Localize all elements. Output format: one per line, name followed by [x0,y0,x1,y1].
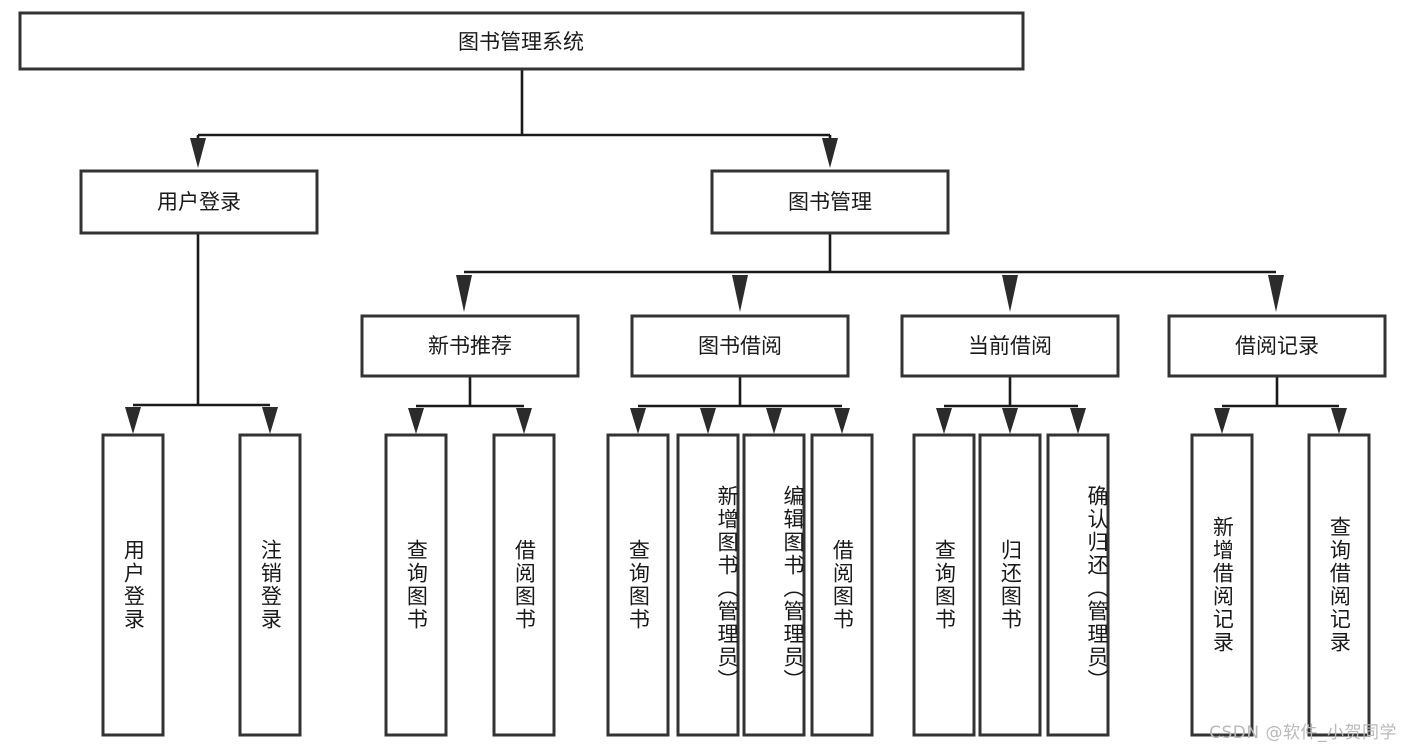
node-book-borrow-label: 图书借阅 [698,334,782,358]
node-new-book-recommend-box[interactable] [360,314,580,378]
node-root[interactable]: 图书管理系统 [18,11,1025,71]
arrow-user-login-leaf1-icon [125,407,141,434]
connector-group-root [190,70,838,168]
node-borrow-record-label: 借阅记录 [1235,334,1319,358]
arrow-user-login-leaf2-icon [262,407,278,434]
node-leaf-query-record-box[interactable] [1307,433,1371,737]
arrow-nbr-leaf1-icon [408,408,424,434]
arrow-bb-leaf2-icon [700,408,716,434]
node-leaf-user-login-box[interactable] [101,433,165,737]
connector-group-current-borrow [936,377,1086,434]
node-leaf-borrow-book-2-box[interactable] [810,433,874,737]
node-current-borrow-box[interactable] [900,314,1120,378]
node-current-borrow[interactable]: 当前借阅 [900,314,1120,378]
arrow-cb-leaf1-icon [936,408,952,434]
node-user-login-box[interactable] [79,169,319,235]
node-user-login-label: 用户登录 [157,190,241,214]
arrow-bb-leaf4-icon [834,408,850,434]
arrow-to-current-borrow-icon [1002,275,1018,312]
connector-group-user-login [125,233,278,434]
arrow-br-leaf2-icon [1331,408,1347,434]
node-leaf-confirm-return-box[interactable] [1046,433,1110,737]
arrow-cb-leaf3-icon [1070,408,1086,434]
node-root-box[interactable] [18,11,1025,71]
arrow-to-new-book-recommend-icon [456,275,472,312]
node-leaf-query-book-2-box[interactable] [606,433,670,737]
node-leaf-add-record-box[interactable] [1190,433,1254,737]
csdn-watermark: CSDN @软件_小贺同学 [1209,723,1397,743]
arrow-to-book-borrow-icon [732,275,748,312]
node-new-book-recommend[interactable]: 新书推荐 [360,314,580,378]
arrow-nbr-leaf2-icon [516,408,532,434]
connector-group-book-manage [456,233,1284,312]
arrow-root-to-user-login-icon [190,138,206,168]
arrow-br-leaf1-icon [1214,408,1230,434]
node-current-borrow-label: 当前借阅 [968,334,1052,358]
node-leaf-add-book-box[interactable] [676,433,740,737]
node-borrow-record-box[interactable] [1167,314,1387,378]
node-leaf-query-book-3-box[interactable] [912,433,976,737]
arrow-cb-leaf2-icon [1002,408,1018,434]
node-book-manage-box[interactable] [710,169,950,235]
arrow-bb-leaf3-icon [766,408,782,434]
node-leaf-query-book-1-box[interactable] [384,433,448,737]
node-leaf-edit-book-box[interactable] [742,433,806,737]
node-book-borrow-box[interactable] [630,314,850,378]
node-book-manage-label: 图书管理 [788,190,872,214]
node-leaf-borrow-book-1-box[interactable] [492,433,556,737]
node-leaf-return-book-box[interactable] [978,433,1042,737]
node-user-login[interactable]: 用户登录 [79,169,319,235]
node-new-book-recommend-label: 新书推荐 [428,334,512,358]
node-borrow-record[interactable]: 借阅记录 [1167,314,1387,378]
node-book-manage[interactable]: 图书管理 [710,169,950,235]
connector-group-borrow-record [1214,377,1347,434]
node-leaf-logout-login-box[interactable] [238,433,302,737]
connector-group-new-book-recommend [408,377,532,434]
connector-group-book-borrow [630,377,850,434]
arrow-root-to-book-manage-icon [822,138,838,168]
arrow-to-borrow-record-icon [1268,275,1284,312]
arrow-bb-leaf1-icon [630,408,646,434]
node-book-borrow[interactable]: 图书借阅 [630,314,850,378]
node-root-label: 图书管理系统 [458,30,584,54]
